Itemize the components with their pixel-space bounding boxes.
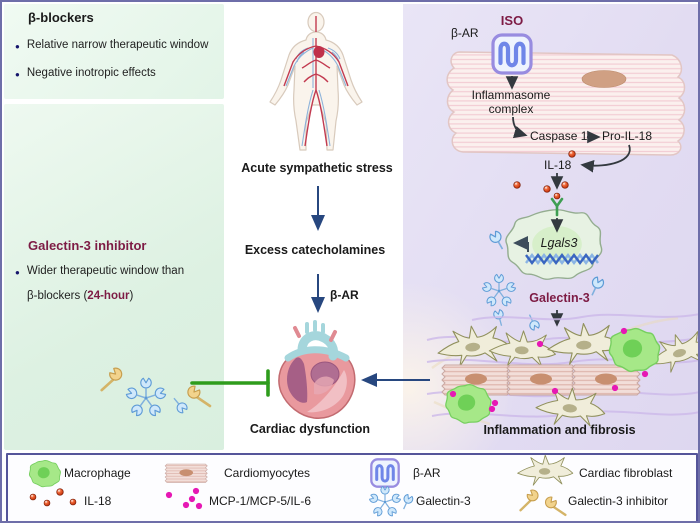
pro-il18-label: Pro-IL-18: [602, 129, 653, 143]
legend-label-cardiomyocytes: Cardiomyocytes: [224, 466, 311, 480]
legend-box: [6, 453, 698, 521]
inflammasome-label-line1: Inflammasome: [471, 88, 551, 102]
legend-label-galectin3: Galectin-3: [416, 494, 471, 508]
excess-catecholamines-label: Excess catecholamines: [244, 243, 386, 257]
galectin-inhibitor-bullet-line1: ● Wider therapeutic window than: [15, 265, 185, 277]
legend-label-il18: IL-18: [84, 494, 112, 508]
legend-label-cardiac-fibroblast: Cardiac fibroblast: [579, 466, 673, 480]
iso-label: ISO: [500, 13, 524, 28]
galectin-inhibitor-title: Galectin-3 inhibitor: [28, 238, 147, 253]
legend-label-beta-ar: β-AR: [413, 466, 441, 480]
bullet-dot: ●: [15, 70, 20, 79]
molecular-pathway-panel: [403, 4, 698, 450]
highlight-24-hour: 24-hour: [87, 290, 130, 302]
legend-label-macrophage: Macrophage: [64, 466, 131, 480]
bullet-dot: ●: [15, 268, 20, 277]
acute-sympathetic-stress-label: Acute sympathetic stress: [241, 161, 393, 175]
bullet-dot: ●: [15, 42, 20, 51]
heart-illustration: [278, 320, 356, 419]
beta-ar-right-label: β-AR: [451, 26, 479, 40]
beta-blockers-title: β-blockers: [28, 10, 94, 25]
legend-label-galectin3-inhibitor: Galectin-3 inhibitor: [568, 494, 669, 508]
il18-label: IL-18: [544, 158, 572, 172]
galectin-inhibitor-bullet-line2: β-blockers (24-hour): [27, 290, 134, 302]
galectin3-label: Galectin-3: [529, 291, 590, 305]
beta-blockers-bullet-2: ● Negative inotropic effects: [15, 67, 156, 79]
lgals3-gene-label: Lgals3: [540, 236, 578, 250]
legend-label-mcp: MCP-1/MCP-5/IL-6: [209, 494, 312, 508]
inflammation-fibrosis-label: Inflammation and fibrosis: [483, 423, 636, 437]
galectin-inhibitor-panel: [4, 104, 224, 450]
caspase1-label: Caspase 1: [530, 129, 588, 143]
beta-blockers-bullet-1: ● Relative narrow therapeutic window: [15, 39, 209, 51]
cardiac-dysfunction-label: Cardiac dysfunction: [249, 422, 371, 436]
inflammasome-label-line2: complex: [488, 102, 534, 116]
beta-blockers-panel: [4, 4, 224, 99]
beta-ar-center-label: β-AR: [330, 288, 359, 302]
human-body-illustration: [269, 11, 363, 151]
